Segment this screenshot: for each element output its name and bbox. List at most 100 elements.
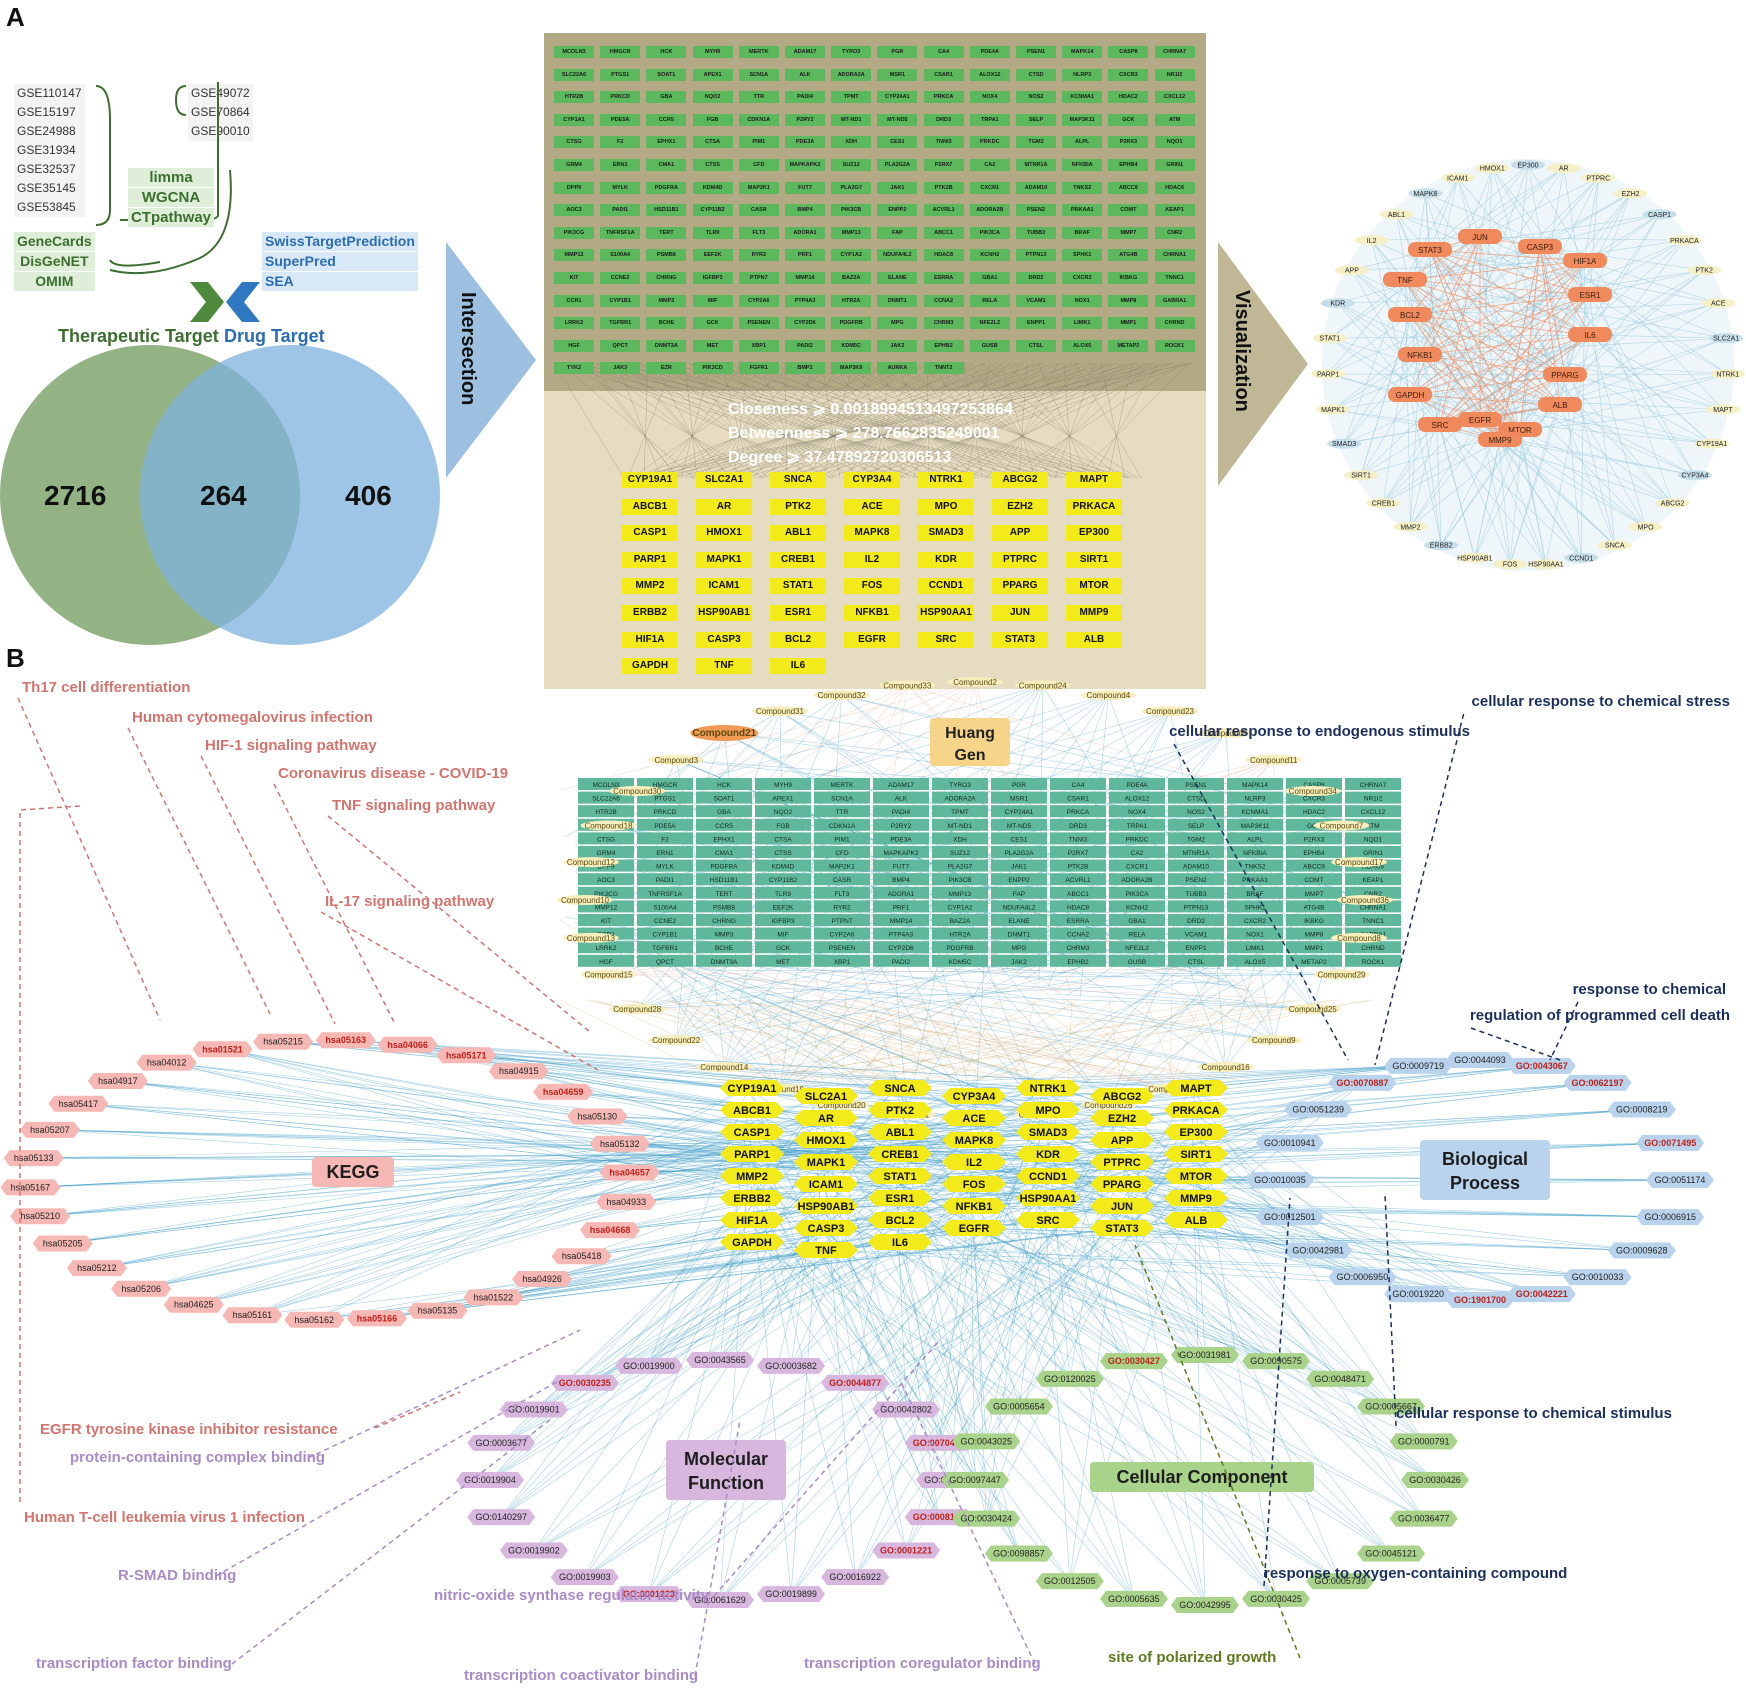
intersect-gene: BCHE [646,317,687,330]
hub-gene: MAPK1 [696,551,752,568]
network-edges [553,362,1196,479]
herb-target-label: CYP11B2 [769,877,797,884]
intersect-gene: TNNT2 [923,362,964,375]
herb-target-label: MET [776,959,790,966]
herb-target-label: CXCR2 [1244,918,1266,925]
intersect-gene: MCOLN3 [554,46,594,58]
intersect-gene: CNR2 [1154,226,1195,239]
herb-target-node [932,778,988,790]
intersect-gene: PADI4 [785,91,825,104]
herb-target-node [873,914,929,926]
herb-target-label: ABCC1 [1067,891,1089,898]
hub-target-node [720,1168,784,1184]
ring-gene-label: MAPK1 [1321,407,1345,414]
kegg-label: hsa04917 [98,1076,138,1086]
compound-node [1284,1004,1341,1014]
herb-target-label: HTR2B [595,809,616,816]
herb-target-label: P2RX7 [1068,850,1089,857]
kegg-category [312,1157,394,1187]
hub-gene: TNF [696,658,752,675]
intersect-gene: CCR1 [554,294,594,307]
geo-right-2: GSE90010 [188,122,253,141]
hub-gene: AR [696,498,752,515]
herb-target-node [814,900,870,913]
compound-label: Compound22 [652,1036,701,1045]
herb-target-node [991,846,1047,858]
herb-node [930,718,1010,766]
kegg-node [488,1063,549,1080]
herb-target-node [696,832,752,845]
herb-target-label: PTP4A3 [889,932,914,939]
herb-target-node [1345,805,1401,818]
herb-target-label: MTNR1A [1183,850,1210,857]
herb-target-label: CHRM3 [1066,945,1089,952]
herb-target-node [1227,914,1283,926]
bp-label: GO:0042981 [1292,1246,1344,1256]
kegg-label: hsa01521 [202,1044,243,1054]
drug-db-1: SuperPred [262,252,418,271]
herb-target-label: CNR2 [1364,891,1382,898]
herb-target-label: MAP3K11 [1241,823,1270,830]
intersect-gene: KIT [554,272,594,284]
intersect-gene: PIK3CA [969,226,1010,239]
herb-target-node [1345,846,1401,858]
inner-gene-node [1478,432,1522,447]
herb-target-node [1050,791,1106,804]
hub-target-label: MAPK1 [807,1157,846,1169]
cc-label: GO:0097447 [949,1475,1001,1485]
mf-node [550,1569,619,1586]
inner-gene-label: CASP3 [1527,243,1554,252]
compound-node [1080,690,1137,701]
compound-node [648,754,705,765]
hub-target-label: PTK2 [886,1105,914,1117]
herb-target-label: ATM [1366,823,1379,830]
ring-gene-node [1564,552,1599,563]
cc-label: GO:0043025 [960,1436,1012,1446]
herb-target-label: EPHB2 [1067,959,1089,966]
compound-node [1245,754,1302,765]
kegg-label: hsa04926 [522,1274,562,1284]
mf-node [499,1401,568,1418]
intersect-gene: CES1 [877,136,918,149]
intersect-gene: MMP13 [831,226,872,239]
threshold-1: Betweenness ⩾ 278.7662835249001 [728,425,1000,442]
hub-target-node [720,1146,784,1162]
hub-target-node [942,1088,1006,1104]
hub-gene: MMP2 [622,578,678,595]
compound-node [1142,706,1198,717]
kegg-annotation: Human cytomegalovirus infection [132,709,373,726]
herb-target-node [1050,886,1106,899]
hub-gene: IL6 [770,658,826,675]
compound-label: Compound20 [818,1101,867,1110]
herb-target-node [1286,941,1342,954]
cc-node [1099,1353,1168,1370]
herb-target-label: CHRNA1 [1360,904,1387,911]
hub-gene: SMAD3 [918,525,974,542]
herb-target-label: BRAF [1246,891,1263,898]
intersect-gene: BMP4 [785,204,825,217]
inner-gene-node [1543,367,1587,382]
cc-node [1242,1353,1311,1370]
herb-target-label: PRKCA [1067,809,1090,816]
intersect-gene: CYP1A1 [554,113,594,126]
kegg-node [589,1135,650,1152]
intersect-gene: PSMB8 [646,249,687,262]
hub-gene: PRKACA [1066,498,1122,515]
herb-target-label: PADI2 [892,959,911,966]
intersect-gene: PRF1 [785,249,825,262]
intersect-gene: RYR2 [738,249,779,262]
visualization-label: Visualization [1231,290,1253,412]
herb-target-label: PRKDC [1126,836,1149,843]
herb-target-node [696,873,752,886]
intersect-gene: MT-ND5 [877,113,918,126]
herb-target-node [991,805,1047,818]
compound-label: Compound9 [1252,1036,1296,1045]
herb-target-label: PSEN2 [1185,877,1207,884]
herb-target-label: CA2 [1131,850,1144,857]
hub-target-label: NTRK1 [1030,1083,1067,1095]
intersect-gene: EPHB4 [1108,159,1149,171]
herb-target-label: NR1I2 [1364,796,1383,803]
cc-annotation: site of polarized growth [1108,1649,1276,1666]
